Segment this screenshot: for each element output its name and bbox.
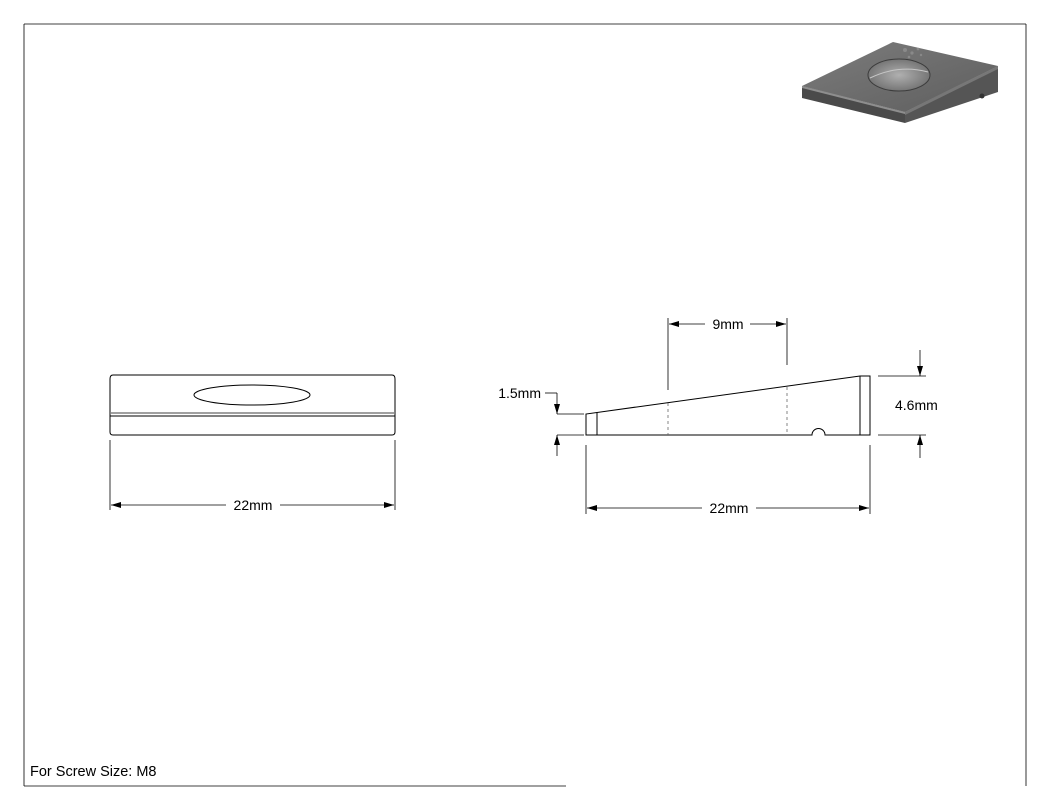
screw-size-note: For Screw Size: M8 [30, 764, 157, 780]
hole-offset-dim-label: 9mm [712, 316, 743, 332]
front-view-hole [193, 384, 311, 406]
side-view: 9mm 1.5mm 4.6mm 22mm [498, 316, 938, 516]
iso-front-face [802, 86, 905, 123]
thick-end-dim-label: 4.6mm [895, 397, 938, 413]
sheet-border [23, 23, 1027, 787]
isometric-view [802, 42, 998, 123]
front-view: 22mm [109, 374, 396, 513]
length-dim-label: 22mm [710, 500, 749, 516]
iso-hole [868, 59, 930, 91]
front-view-outline [109, 374, 396, 436]
thin-end-dim-label: 1.5mm [498, 385, 541, 401]
front-width-dim-label: 22mm [234, 497, 273, 513]
side-view-outline [585, 375, 871, 436]
